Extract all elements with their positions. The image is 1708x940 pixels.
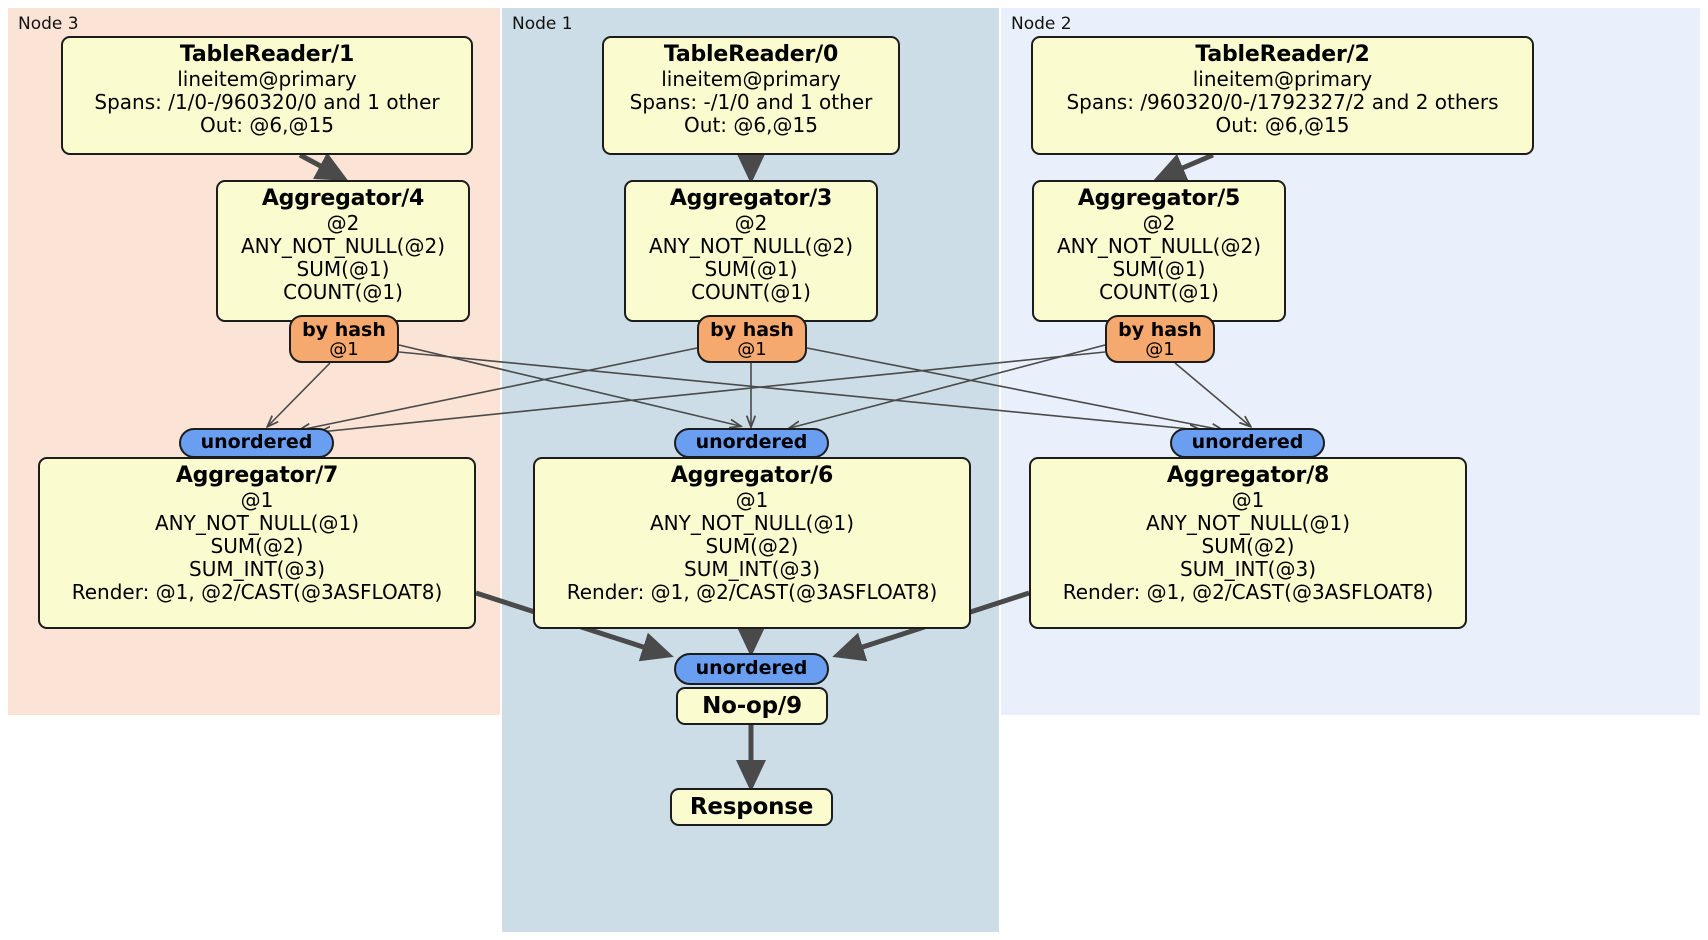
- processor-detail-line: Out: @6,@15: [1215, 112, 1350, 137]
- processor-detail-line: SUM_INT(@3): [684, 557, 820, 582]
- hash-router-badge-hash4[interactable]: by hash@1: [289, 315, 399, 363]
- processor-detail-line: lineitem@primary: [1192, 66, 1373, 91]
- unordered-synchronizer-badge-unordered9[interactable]: unordered: [674, 653, 829, 685]
- processor-noop9[interactable]: No-op/9: [676, 687, 828, 725]
- processor-detail-line: Render: @1, @2/CAST(@3ASFLOAT8): [71, 580, 443, 605]
- processor-detail-line: @2: [326, 210, 360, 235]
- processor-detail-line: @2: [1142, 210, 1176, 235]
- hash-badge-title: by hash: [302, 319, 386, 341]
- processor-title: Aggregator/6: [670, 463, 834, 488]
- processor-detail-line: ANY_NOT_NULL(@1): [1146, 510, 1350, 535]
- processor-detail-line: ANY_NOT_NULL(@1): [155, 510, 359, 535]
- processor-title: TableReader/0: [663, 42, 839, 67]
- processor-detail-line: SUM(@1): [704, 256, 798, 281]
- processor-detail-line: Render: @1, @2/CAST(@3ASFLOAT8): [1062, 580, 1434, 605]
- processor-detail-line: ANY_NOT_NULL(@2): [649, 233, 853, 258]
- processor-detail-line: COUNT(@1): [1099, 280, 1219, 305]
- processor-title: TableReader/1: [179, 42, 355, 67]
- processor-title: Aggregator/3: [669, 186, 833, 211]
- unordered-badge-title: unordered: [695, 431, 808, 454]
- unordered-synchronizer-badge-unordered8[interactable]: unordered: [1170, 428, 1325, 458]
- hash-badge-column: @1: [737, 338, 767, 360]
- processor-detail-line: SUM_INT(@3): [189, 557, 325, 582]
- processor-detail-line: Spans: -/1/0 and 1 other: [629, 89, 873, 114]
- processor-detail-line: Out: @6,@15: [200, 112, 334, 137]
- processor-detail-line: SUM(@1): [1112, 256, 1206, 281]
- unordered-badge-title: unordered: [695, 657, 808, 680]
- processor-title: No-op/9: [702, 693, 802, 719]
- processor-title: Response: [689, 794, 814, 820]
- hash-router-badge-hash5[interactable]: by hash@1: [1105, 315, 1215, 363]
- node-region-label: Node 2: [1011, 14, 1072, 34]
- processor-detail-line: @2: [734, 210, 768, 235]
- processor-detail-line: SUM_INT(@3): [1180, 557, 1316, 582]
- processor-detail-line: Spans: /960320/0-/1792327/2 and 2 others: [1066, 89, 1499, 114]
- processor-title: Aggregator/7: [175, 463, 339, 488]
- processor-detail-line: lineitem@primary: [177, 66, 357, 91]
- unordered-badge-title: unordered: [1191, 431, 1304, 454]
- processor-detail-line: @1: [240, 487, 274, 512]
- processor-detail-line: ANY_NOT_NULL(@2): [241, 233, 445, 258]
- processor-detail-line: SUM(@2): [705, 533, 799, 558]
- unordered-badge-title: unordered: [200, 431, 313, 454]
- hash-badge-title: by hash: [710, 319, 794, 341]
- processor-response[interactable]: Response: [670, 788, 833, 826]
- hash-badge-column: @1: [329, 338, 359, 360]
- processor-detail-line: SUM(@1): [296, 256, 390, 281]
- processor-detail-line: Render: @1, @2/CAST(@3ASFLOAT8): [566, 580, 938, 605]
- processor-detail-line: COUNT(@1): [691, 280, 811, 305]
- processor-detail-line: COUNT(@1): [283, 280, 403, 305]
- processor-detail-line: Out: @6,@15: [684, 112, 818, 137]
- processor-detail-line: ANY_NOT_NULL(@1): [650, 510, 854, 535]
- unordered-synchronizer-badge-unordered7[interactable]: unordered: [179, 428, 334, 458]
- processor-detail-line: ANY_NOT_NULL(@2): [1057, 233, 1261, 258]
- processor-title: Aggregator/5: [1077, 186, 1241, 211]
- hash-badge-column: @1: [1145, 338, 1175, 360]
- processor-title: TableReader/2: [1195, 42, 1370, 67]
- processor-detail-line: @1: [1231, 487, 1265, 512]
- node-region-label: Node 1: [512, 14, 573, 34]
- node-region-label: Node 3: [18, 14, 79, 34]
- processor-detail-line: @1: [735, 487, 769, 512]
- processor-detail-line: SUM(@2): [1201, 533, 1295, 558]
- processor-detail-line: Spans: /1/0-/960320/0 and 1 other: [94, 89, 440, 114]
- hash-badge-title: by hash: [1118, 319, 1202, 341]
- processor-title: Aggregator/4: [261, 186, 425, 211]
- unordered-synchronizer-badge-unordered6[interactable]: unordered: [674, 428, 829, 458]
- processor-detail-line: SUM(@2): [210, 533, 304, 558]
- processor-title: Aggregator/8: [1166, 463, 1330, 488]
- hash-router-badge-hash3[interactable]: by hash@1: [697, 315, 807, 363]
- processor-detail-line: lineitem@primary: [661, 66, 841, 91]
